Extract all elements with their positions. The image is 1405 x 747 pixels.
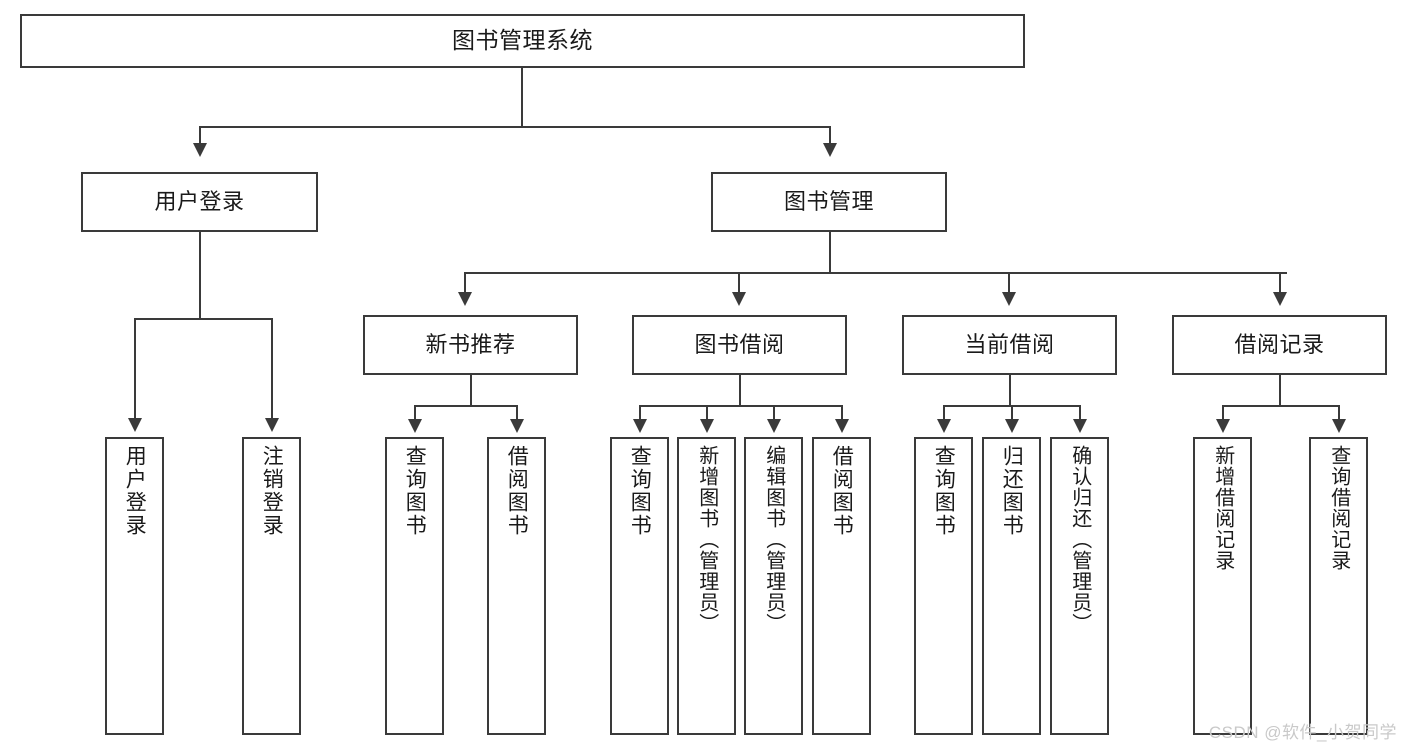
connector-recommend-stem	[470, 375, 472, 405]
connector-borrow-drop-2	[706, 405, 708, 421]
node-borrow-record[interactable]: 借阅记录	[1172, 315, 1387, 375]
arrowhead-borrow-2	[700, 419, 714, 433]
arrowhead-level2-1	[193, 143, 207, 157]
leaf-recommend-query-book[interactable]: 查询图书	[385, 437, 444, 735]
node-label: 查询借阅记录	[1327, 445, 1350, 571]
connector-level3-drop-2	[738, 272, 740, 294]
node-label: 查询图书	[403, 445, 427, 537]
arrowhead-level3-2	[732, 292, 746, 306]
arrowhead-current-3	[1073, 419, 1087, 433]
leaf-record-add[interactable]: 新增借阅记录	[1193, 437, 1252, 735]
node-label: 图书借阅	[694, 331, 785, 357]
node-root-system[interactable]: 图书管理系统	[20, 14, 1025, 68]
node-label: 查询图书	[628, 445, 652, 537]
arrowhead-user-login-1	[128, 418, 142, 432]
arrowhead-level2-2	[823, 143, 837, 157]
connector-record-stem	[1279, 375, 1281, 405]
node-label: 注销登录	[260, 445, 284, 537]
leaf-current-return-book[interactable]: 归还图书	[982, 437, 1041, 735]
connector-record-drop-2	[1338, 405, 1340, 421]
connector-recommend-bus	[414, 405, 516, 407]
connector-level2-drop-1	[199, 126, 201, 145]
node-label: 图书管理系统	[452, 27, 593, 54]
connector-level3-drop-1	[464, 272, 466, 294]
leaf-borrow-query-book[interactable]: 查询图书	[610, 437, 669, 735]
node-label: 用户登录	[123, 445, 147, 537]
node-label: 查询图书	[932, 445, 956, 537]
leaf-current-query-book[interactable]: 查询图书	[914, 437, 973, 735]
connector-current-stem	[1009, 375, 1011, 405]
connector-borrow-drop-4	[841, 405, 843, 421]
connector-current-drop-3	[1079, 405, 1081, 421]
arrowhead-borrow-4	[835, 419, 849, 433]
connector-user-login-drop-2	[271, 318, 273, 420]
connector-user-login-bus	[134, 318, 271, 320]
node-label: 确认归还（管理员）	[1068, 445, 1091, 634]
connector-user-login-stem	[199, 232, 201, 318]
connector-book-mgmt-stem	[829, 232, 831, 272]
node-label: 图书管理	[783, 188, 874, 214]
node-label: 编辑图书（管理员）	[762, 445, 785, 634]
node-label: 新书推荐	[425, 331, 516, 357]
connector-level2-bus	[199, 126, 831, 128]
node-new-book-recommend[interactable]: 新书推荐	[363, 315, 578, 375]
node-book-borrow[interactable]: 图书借阅	[632, 315, 847, 375]
leaf-record-query[interactable]: 查询借阅记录	[1309, 437, 1368, 735]
connector-borrow-drop-1	[639, 405, 641, 421]
leaf-borrow-add-book[interactable]: 新增图书（管理员）	[677, 437, 736, 735]
arrowhead-record-2	[1332, 419, 1346, 433]
arrowhead-user-login-2	[265, 418, 279, 432]
arrowhead-recommend-1	[408, 419, 422, 433]
node-label: 当前借阅	[964, 331, 1055, 357]
connector-user-login-drop-1	[134, 318, 136, 420]
connector-recommend-drop-1	[414, 405, 416, 421]
leaf-borrow-edit-book[interactable]: 编辑图书（管理员）	[744, 437, 803, 735]
arrowhead-level3-4	[1273, 292, 1287, 306]
arrowhead-current-1	[937, 419, 951, 433]
watermark-text: CSDN @软件_小贺同学	[1208, 723, 1397, 742]
leaf-user-logout[interactable]: 注销登录	[242, 437, 301, 735]
connector-record-bus	[1222, 405, 1338, 407]
arrowhead-level3-1	[458, 292, 472, 306]
connector-level2-drop-2	[829, 126, 831, 145]
connector-root-stem	[521, 68, 523, 126]
connector-borrow-stem	[739, 375, 741, 405]
node-current-borrow[interactable]: 当前借阅	[902, 315, 1117, 375]
arrowhead-level3-3	[1002, 292, 1016, 306]
arrowhead-current-2	[1005, 419, 1019, 433]
node-label: 借阅图书	[830, 445, 854, 537]
arrowhead-record-1	[1216, 419, 1230, 433]
arrowhead-recommend-2	[510, 419, 524, 433]
leaf-borrow-borrow-book[interactable]: 借阅图书	[812, 437, 871, 735]
node-user-login[interactable]: 用户登录	[81, 172, 318, 232]
node-label: 新增图书（管理员）	[695, 445, 718, 634]
node-label: 用户登录	[154, 188, 245, 214]
node-book-management[interactable]: 图书管理	[711, 172, 947, 232]
connector-level3-drop-4	[1279, 272, 1281, 294]
connector-current-drop-2	[1011, 405, 1013, 421]
node-label: 借阅记录	[1234, 331, 1325, 357]
leaf-user-login[interactable]: 用户登录	[105, 437, 164, 735]
node-label: 借阅图书	[505, 445, 529, 537]
leaf-current-confirm-return[interactable]: 确认归还（管理员）	[1050, 437, 1109, 735]
connector-recommend-drop-2	[516, 405, 518, 421]
connector-record-drop-1	[1222, 405, 1224, 421]
connector-current-drop-1	[943, 405, 945, 421]
connector-borrow-bus	[639, 405, 841, 407]
leaf-recommend-borrow-book[interactable]: 借阅图书	[487, 437, 546, 735]
node-label: 新增借阅记录	[1211, 445, 1234, 571]
arrowhead-borrow-1	[633, 419, 647, 433]
connector-level3-drop-3	[1008, 272, 1010, 294]
node-label: 归还图书	[1000, 445, 1024, 537]
arrowhead-borrow-3	[767, 419, 781, 433]
connector-borrow-drop-3	[773, 405, 775, 421]
connector-level3-bus	[464, 272, 1287, 274]
